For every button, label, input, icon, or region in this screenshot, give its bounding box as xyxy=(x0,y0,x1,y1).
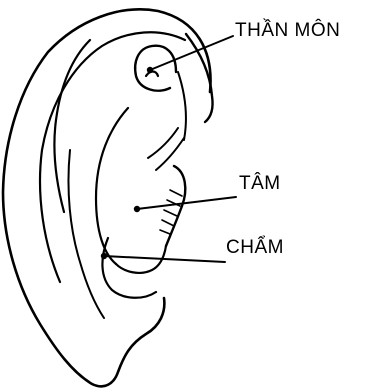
helix-right-inner xyxy=(178,72,186,140)
antihelix-line-1 xyxy=(40,32,185,282)
concha-contour xyxy=(96,108,128,264)
helix-right-edge xyxy=(186,34,213,122)
tam-label: TÂM xyxy=(239,174,281,193)
cham-leader xyxy=(104,256,225,262)
earlobe-contour xyxy=(102,238,156,298)
antihelix-line-2 xyxy=(54,40,90,212)
than-mon-label: THẦN MÔN xyxy=(235,21,340,40)
crus-line-2 xyxy=(156,138,184,170)
cham-label: CHẨM xyxy=(226,238,284,257)
ear-outer-contour xyxy=(3,9,211,386)
tam-leader xyxy=(137,197,236,209)
